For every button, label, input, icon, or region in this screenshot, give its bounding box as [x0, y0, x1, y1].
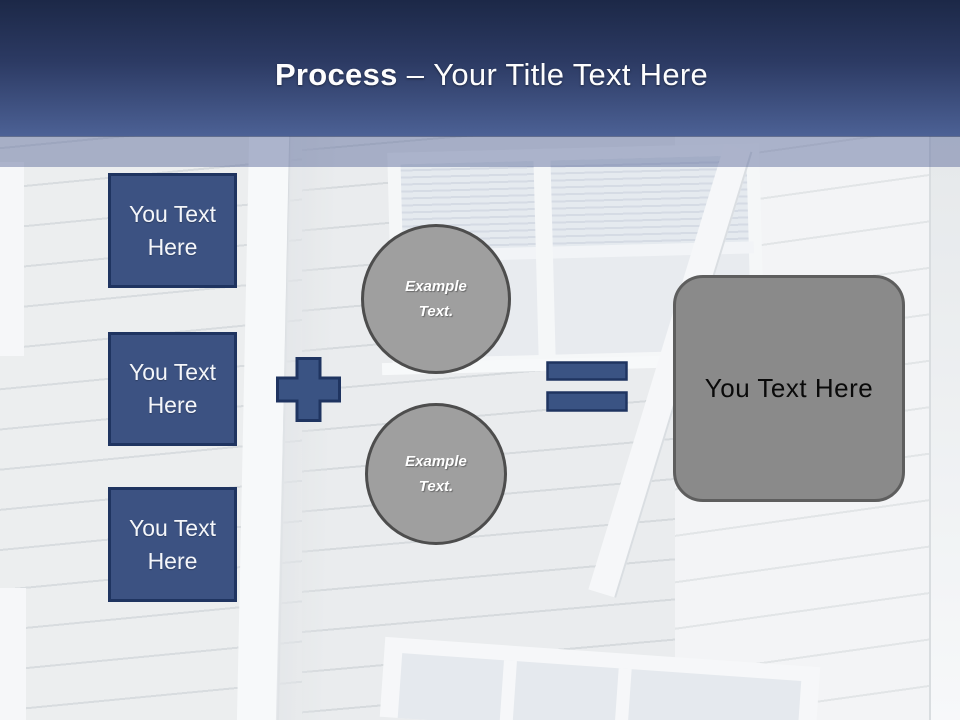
step-box-label: You Text Here — [129, 514, 216, 574]
process-step-box-2: You Text Here — [108, 332, 237, 446]
example-circle-2: Example Text. — [365, 403, 507, 545]
process-step-box-3: You Text Here — [108, 487, 237, 602]
equals-icon — [546, 361, 628, 412]
circle-label: Example Text. — [405, 278, 467, 320]
circle-label: Example Text. — [405, 453, 467, 495]
title-keyword: Process — [274, 57, 398, 92]
title-bar: Process–Your Title Text Here — [0, 0, 960, 136]
step-box-label: You Text Here — [129, 200, 216, 260]
slide-title: Process–Your Title Text Here — [252, 43, 708, 93]
title-dash: – — [406, 57, 425, 92]
window-edge-bottom-left — [0, 588, 26, 720]
plus-icon — [276, 357, 341, 422]
result-box: You Text Here — [673, 275, 905, 502]
step-box-label: You Text Here — [129, 359, 216, 418]
window-edge-left — [0, 162, 24, 356]
example-circle-1: Example Text. — [361, 224, 511, 374]
header-translucent-band — [0, 136, 960, 167]
process-step-box-1: You Text Here — [108, 173, 237, 288]
right-corner-trim — [929, 136, 960, 720]
title-subtitle: Your Title Text Here — [433, 57, 709, 92]
result-box-label: You Text Here — [704, 373, 874, 403]
